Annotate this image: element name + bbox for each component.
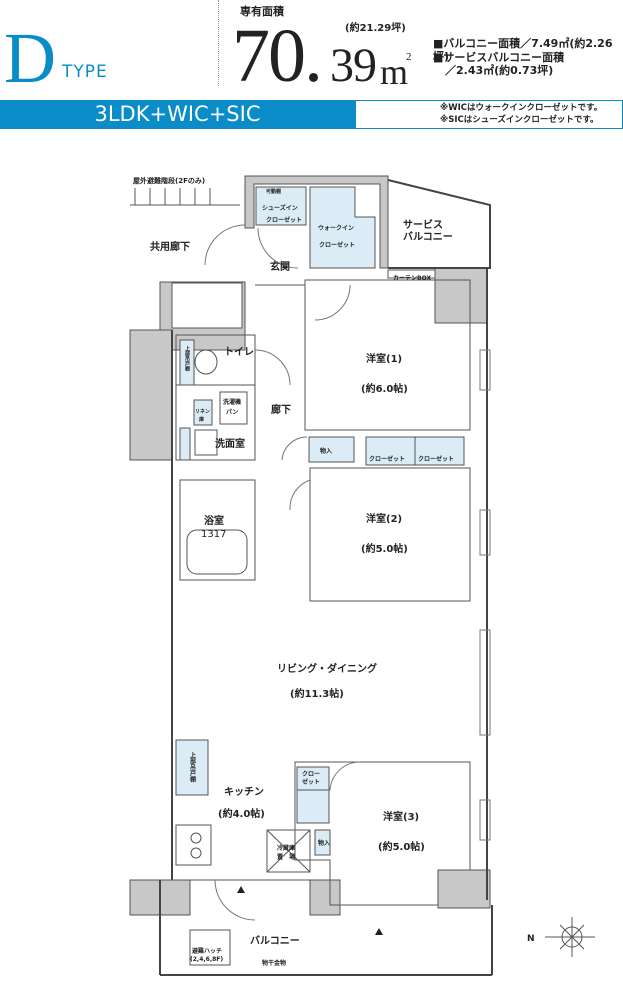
service-balcony [387, 179, 491, 269]
fridge-label-1: 冷蔵庫 [277, 844, 295, 852]
living-label: リビング・ダイニング [277, 662, 377, 675]
doors [204, 224, 361, 921]
kitchen-size: (約4.0帖) [218, 807, 265, 820]
washer-pan-label-2: パン [226, 408, 238, 416]
wic-note: ※WICはウォークインクローゼットです。 [440, 103, 603, 113]
shelf-label: 可動棚 [266, 188, 281, 195]
sic-label-2: クローゼット [266, 216, 302, 224]
wic-label-1: ウォークイン [318, 224, 354, 232]
outdoor-stairs [130, 188, 240, 206]
entrance-label: 玄関 [270, 260, 290, 273]
sic-note: ※SICはシューズインクローゼットです。 [440, 115, 599, 125]
toilet-label: トイレ [224, 346, 254, 358]
room3-label: 洋室(3) [383, 810, 419, 823]
area-int: 70. [232, 14, 323, 98]
layout-bar: 3LDK+WIC+SIC [0, 100, 355, 129]
room2-label: 洋室(2) [366, 512, 402, 525]
room3-size: (約5.0帖) [378, 840, 425, 853]
service-balcony-label-2: バルコニー [403, 231, 453, 243]
bath-size: 1317 [201, 529, 226, 540]
divider [218, 0, 219, 86]
area-unit: m [380, 52, 409, 92]
closet-a-label-2: ゼット [302, 778, 320, 786]
closet-a-label-1: クロー [302, 770, 320, 778]
room2-size: (約5.0帖) [361, 542, 408, 555]
area-sup: 2 [406, 51, 412, 63]
curtain-box [387, 269, 436, 279]
hatch-label-2: (2,4,6,8F) [190, 956, 223, 963]
storage-label-2: 物入 [318, 839, 330, 847]
bath-label: 浴室 [204, 514, 224, 527]
washer-pan-label-1: 洗濯機 [223, 398, 241, 406]
kitchen-label: キッチン [224, 786, 264, 798]
outer-walls [159, 268, 493, 976]
type-letter: D [4, 18, 56, 98]
living-size: (約11.3帖) [290, 687, 344, 700]
service-balcony-label-1: サービス [403, 218, 443, 231]
interior-walls [172, 279, 471, 966]
toilet-upper-cabinet-label: 上部吊戸棚 [184, 345, 191, 372]
storage-label-1: 物入 [320, 447, 332, 455]
room1-label: 洋室(1) [366, 352, 402, 365]
outdoor-stairs-label: 屋外避難階段(2Fのみ) [133, 176, 205, 185]
sic-label-1: シューズイン [262, 204, 298, 212]
fridge-label-2: 置 場 [277, 853, 295, 861]
kitchen-upper-cabinet-label: 上部吊戸棚 [189, 751, 196, 783]
service-balcony-note-1: ■サービスバルコニー面積 [433, 51, 565, 64]
drying-label: 物干金物 [262, 959, 286, 967]
area-dec: 39 [330, 39, 377, 92]
storage-areas [175, 186, 465, 856]
closet-label-2: クローゼット [418, 455, 454, 463]
north-label: N [527, 934, 535, 944]
compass-icon [545, 917, 595, 957]
area-tsubo: (約21.29坪) [345, 23, 406, 34]
area-label: 専有面積 [240, 5, 284, 18]
linen-label-1: リネン [195, 408, 210, 415]
windows [479, 349, 491, 841]
linen-label-2: 庫 [198, 416, 204, 423]
type-word: TYPE [62, 62, 108, 82]
closet-label-1: クローゼット [369, 455, 405, 463]
hatch-label-1: 避難ハッチ [191, 947, 222, 955]
balcony-label: バルコニー [250, 935, 300, 947]
curtain-box-label: カーテンBOX [393, 275, 431, 282]
balcony-arrows [237, 886, 383, 935]
corridor-label: 廊下 [271, 403, 291, 416]
room1-size: (約6.0帖) [361, 382, 408, 395]
wic-label-2: クローゼット [319, 241, 355, 249]
common-corridor-label: 共用廊下 [150, 240, 190, 253]
balcony-note: ■バルコニー面積／7.49㎡(約2.26坪) [433, 37, 613, 63]
washroom-label: 洗面室 [215, 437, 245, 450]
service-balcony-note-2: ／2.43㎡(約0.73坪) [445, 64, 554, 77]
